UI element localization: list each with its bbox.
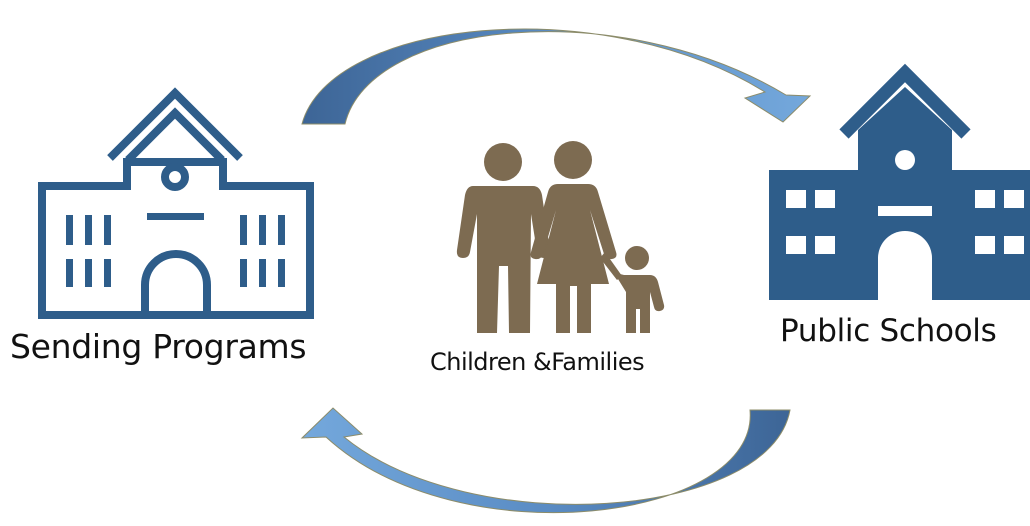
school-outline-details [66,213,285,287]
family-icon [456,141,665,333]
woman-figure [530,141,617,333]
school-filled-icon [769,63,1030,300]
child-figure [600,246,665,333]
arrow-bottom [300,407,791,514]
sending-programs-label: Sending Programs [10,327,307,366]
man-figure [456,143,551,333]
school-outline-icon [38,87,314,319]
children-families-label: Children &Families [430,348,645,376]
public-schools-label: Public Schools [780,313,997,349]
arrow-top [301,28,812,125]
